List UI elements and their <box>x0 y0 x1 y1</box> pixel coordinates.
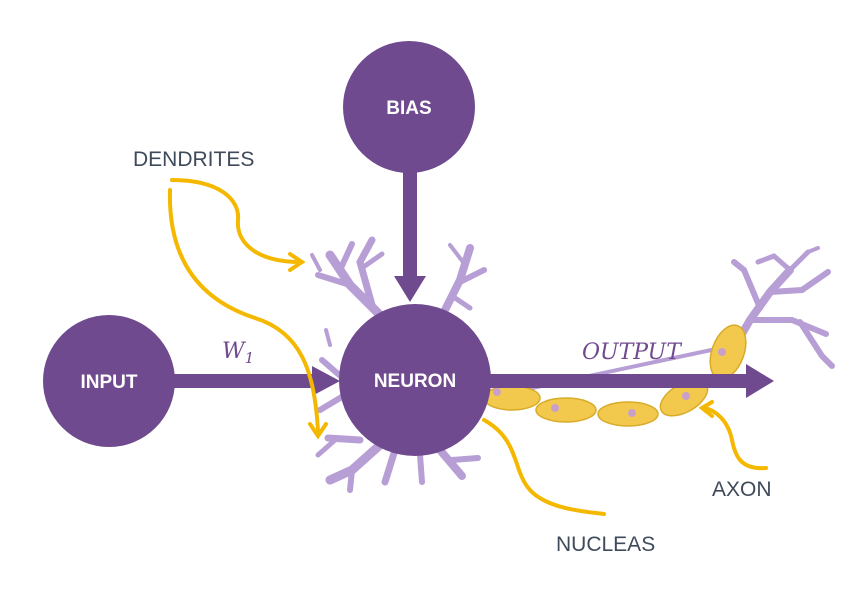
nucleas-callout-line <box>482 418 606 516</box>
cell-nucleus <box>682 392 690 400</box>
output-arrow <box>488 364 774 398</box>
weight-label: W1 <box>222 339 254 367</box>
cell-nucleus <box>493 388 501 396</box>
dendrites-callout-arrowhead-upper <box>288 252 306 272</box>
dendrite-branches <box>310 236 835 493</box>
neuron-node-label: NEURON <box>374 371 456 392</box>
bias-to-neuron-arrow <box>394 170 426 302</box>
output-label: OUTPUT <box>582 340 683 365</box>
dendrites-callout-line-lower <box>167 188 320 434</box>
cell-nucleus <box>718 348 726 356</box>
input-node <box>43 315 175 447</box>
axon-callout-line <box>702 406 768 471</box>
dendrites-label: DENDRITES <box>133 148 254 171</box>
weight-symbol: W <box>222 339 247 364</box>
cell-nucleus <box>551 404 559 412</box>
bias-node-label: BIAS <box>386 98 431 119</box>
weight-subscript: 1 <box>245 349 255 367</box>
cell-nucleus <box>628 409 636 417</box>
myelin-cell <box>535 397 597 423</box>
dendrites-callout-line-upper <box>170 178 302 264</box>
input-to-neuron-arrow <box>172 366 340 396</box>
myelin-cell <box>483 385 541 411</box>
axon-label: AXON <box>712 478 772 501</box>
axon-myelin-cells <box>483 324 747 427</box>
myelin-cell <box>597 401 659 427</box>
nucleas-label: NUCLEAS <box>556 533 655 556</box>
axon-callout-arrowhead <box>698 400 714 418</box>
bias-node <box>343 41 475 173</box>
neuron-node <box>339 304 491 456</box>
dendrites-callout-arrowhead-lower <box>308 422 328 440</box>
callout-lines <box>167 178 768 516</box>
input-node-label: INPUT <box>81 372 138 393</box>
